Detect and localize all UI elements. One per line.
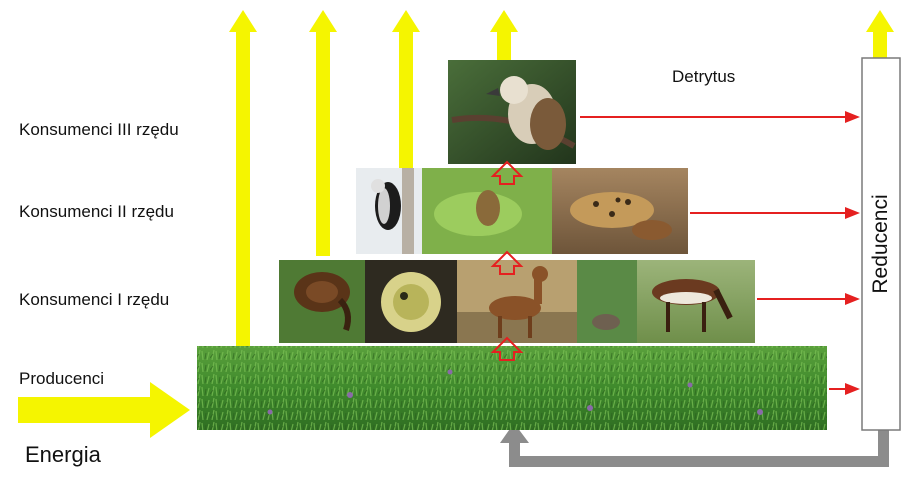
snail-photo (279, 260, 365, 343)
consumers-1-label: Konsumenci I rzędu (19, 290, 169, 310)
caterpillar-photo (365, 260, 457, 343)
decomposers-label-wrap: Reducenci (862, 58, 900, 430)
insect-on-leaf-photo (422, 168, 552, 254)
energy-arrow-decomposers (866, 10, 894, 58)
antelope-photo (637, 260, 755, 343)
decomposers-label: Reducenci (869, 194, 893, 293)
leopard-photo (552, 168, 688, 254)
rabbit-photo (577, 260, 637, 343)
energy-arrow-consumers-2 (392, 10, 420, 168)
energy-arrow-consumers-3 (490, 10, 518, 60)
woodpecker-photo (356, 168, 422, 254)
detritus-arrow-consumers-1 (757, 293, 860, 305)
detritus-arrow-consumers-2 (690, 207, 860, 219)
detritus-arrow-producers (829, 383, 860, 395)
consumers-2-row (356, 168, 688, 254)
energy-label: Energia (25, 442, 101, 468)
detritus-label: Detrytus (672, 67, 735, 87)
consumers-3-label: Konsumenci III rzędu (19, 120, 179, 140)
energy-input-arrow (18, 382, 190, 438)
producers-label: Producenci (19, 369, 104, 389)
energy-arrow-producers (229, 10, 257, 346)
kookaburra-photo (448, 60, 576, 164)
energy-arrow-consumers-1 (309, 10, 337, 256)
fawn-deer-photo (457, 260, 577, 343)
producers-grass-photo (197, 346, 827, 430)
consumers-1-row (279, 260, 755, 343)
consumers-2-label: Konsumenci II rzędu (19, 202, 174, 222)
detritus-arrow-consumers-3 (580, 111, 860, 123)
